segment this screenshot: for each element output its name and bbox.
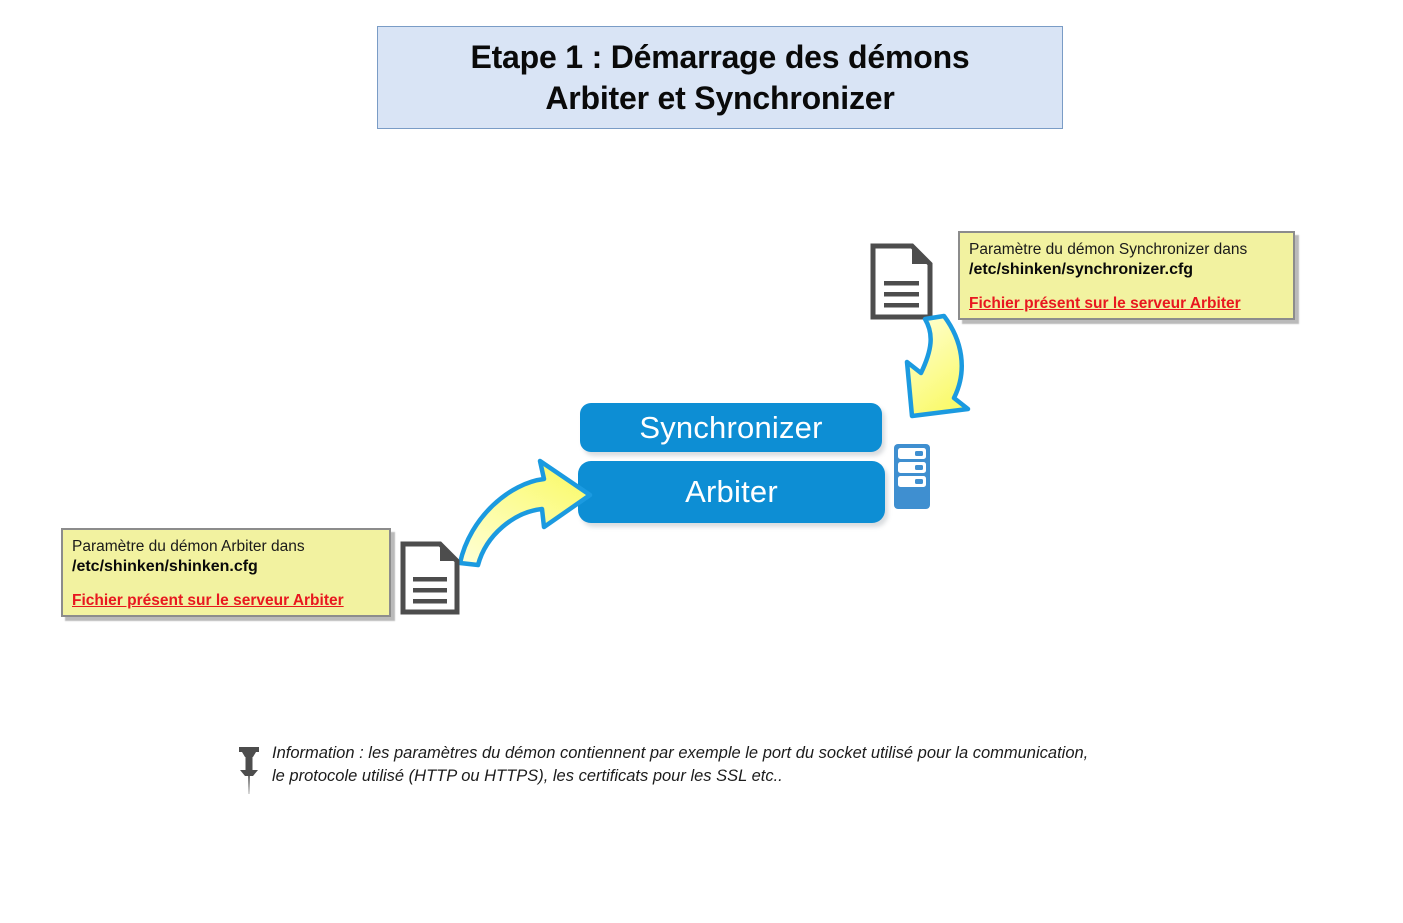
document-icon <box>400 541 460 615</box>
note-synchronizer-description: Paramètre du démon Synchronizer dans <box>969 241 1248 258</box>
title-line-2: Arbiter et Synchronizer <box>545 79 895 116</box>
footer-information-text: Information : les paramètres du démon co… <box>272 742 1088 789</box>
arrow-synchronizer-config-to-synchronizer <box>882 310 982 422</box>
daemon-label-arbiter: Arbiter <box>685 474 778 509</box>
footer-line-2: le protocole utilisé (HTTP ou HTTPS), le… <box>272 767 783 786</box>
pushpin-icon <box>236 746 262 796</box>
note-arbiter-config: Paramètre du démon Arbiter dans /etc/shi… <box>61 528 391 617</box>
note-synchronizer-config: Paramètre du démon Synchronizer dans /et… <box>958 231 1295 320</box>
daemon-label-synchronizer: Synchronizer <box>639 409 823 445</box>
footer-information: Information : les paramètres du démon co… <box>236 742 1236 796</box>
note-arbiter-warning: Fichier présent sur le serveur Arbiter <box>72 592 344 610</box>
arrow-arbiter-config-to-arbiter <box>452 455 598 570</box>
document-icon <box>870 243 933 320</box>
page-title: Etape 1 : Démarrage des démons Arbiter e… <box>470 37 969 119</box>
server-rack-icon <box>893 443 931 510</box>
title-line-1: Etape 1 : Démarrage des démons <box>470 38 970 75</box>
note-arbiter-description: Paramètre du démon Arbiter dans <box>72 538 305 555</box>
daemon-box-arbiter[interactable]: Arbiter <box>578 461 885 523</box>
diagram-title-box: Etape 1 : Démarrage des démons Arbiter e… <box>377 26 1063 129</box>
footer-line-1: Information : les paramètres du démon co… <box>272 744 1089 762</box>
note-synchronizer-warning: Fichier présent sur le serveur Arbiter <box>969 295 1241 313</box>
daemon-box-synchronizer[interactable]: Synchronizer <box>580 403 882 452</box>
note-synchronizer-path: /etc/shinken/synchronizer.cfg <box>969 261 1194 279</box>
note-arbiter-path: /etc/shinken/shinken.cfg <box>72 558 258 576</box>
